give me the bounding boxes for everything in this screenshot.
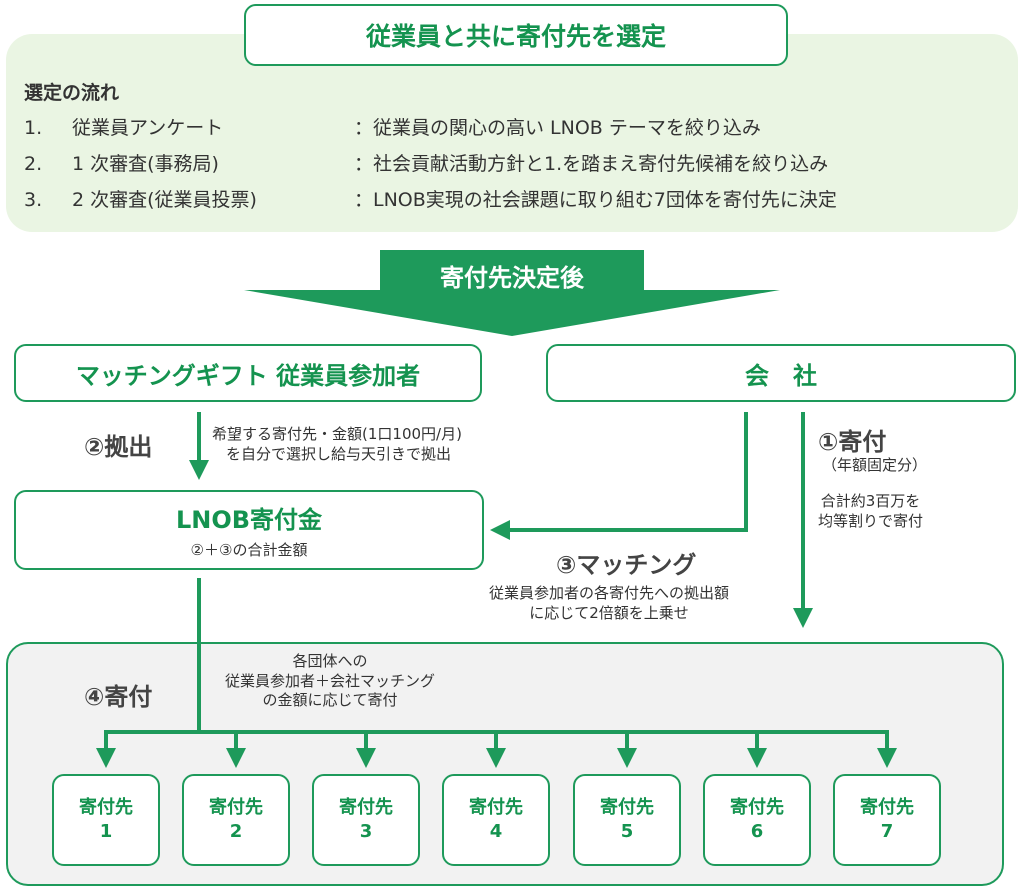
- step-label: 従業員アンケート: [72, 117, 224, 139]
- lnob-fund-node: LNOB寄付金 ②＋③の合計金額: [14, 490, 484, 570]
- banner-label: 寄付先決定後: [440, 264, 584, 292]
- step-number: 1.: [24, 117, 43, 139]
- company-node: 会 社: [546, 344, 1016, 402]
- flow-step-1: 1. 従業員アンケート ：従業員の関心の高い LNOB テーマを絞り込み: [24, 113, 761, 140]
- step-label: 2 次審査(従業員投票): [72, 189, 257, 211]
- step-number: 2.: [24, 153, 43, 175]
- company-donation-label: ①寄付: [818, 428, 887, 456]
- step-description: ：従業員の関心の高い LNOB テーマを絞り込み: [354, 117, 761, 139]
- contribution-description: 希望する寄付先・金額(1口100円/月) を自分で選択し給与天引きで拠出: [212, 425, 462, 463]
- lnob-fund-title: LNOB寄付金: [175, 506, 323, 534]
- matching-arrow: [490, 412, 748, 540]
- company-donation-note: （年額固定分）: [822, 456, 928, 474]
- contribution-label: ②拠出: [84, 433, 153, 461]
- selection-flow-panel: [6, 34, 1018, 232]
- company-donation-description: 合計約3百万を 均等割りで寄付: [818, 492, 924, 530]
- lnob-fund-subtitle: ②＋③の合計金額: [190, 541, 308, 559]
- selection-flow-heading: 選定の流れ: [24, 82, 120, 104]
- banner-arrow: [244, 250, 780, 336]
- step-number: 3.: [24, 189, 43, 211]
- matching-gift-node: マッチングギフト 従業員参加者: [14, 344, 482, 402]
- donation-description: 各団体への 従業員参加者＋会社マッチング の金額に応じて寄付: [224, 652, 435, 709]
- matching-label: ③マッチング: [556, 551, 697, 579]
- donation-label: ④寄付: [84, 683, 153, 711]
- page-title: 従業員と共に寄付先を選定: [244, 4, 788, 66]
- step-label: 1 次審査(事務局): [72, 153, 219, 175]
- matching-description: 従業員参加者の各寄付先への拠出額 に応じて2倍額を上乗せ: [488, 584, 729, 622]
- step-description: ：LNOB実現の社会課題に取り組む7団体を寄付先に決定: [354, 189, 837, 211]
- flow-step-2: 2. 1 次審査(事務局) ：社会貢献活動方針と1.を踏まえ寄付先候補を絞り込み: [24, 149, 828, 176]
- step-description: ：社会貢献活動方針と1.を踏まえ寄付先候補を絞り込み: [354, 153, 829, 175]
- flow-step-3: 3. 2 次審査(従業員投票) ：LNOB実現の社会課題に取り組む7団体を寄付先に決…: [24, 185, 837, 212]
